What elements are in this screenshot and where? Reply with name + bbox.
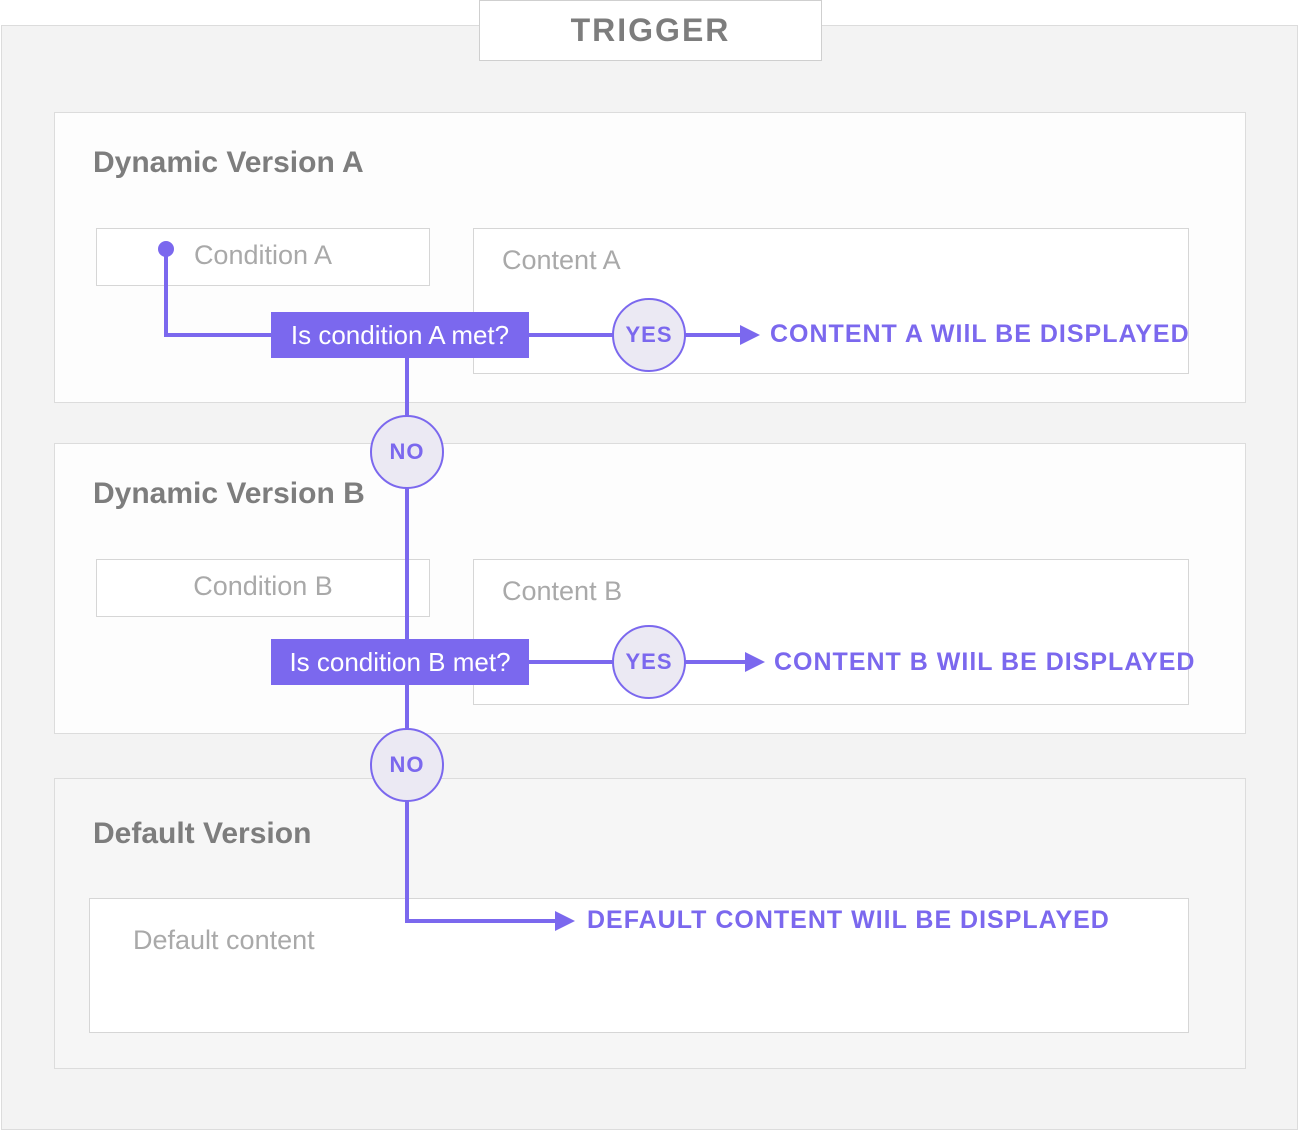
condition-a-start-dot (158, 241, 174, 257)
no-a-circle: NO (370, 415, 444, 489)
arrow-b-icon (745, 652, 765, 672)
dynamic-version-b-title: Dynamic Version B (93, 477, 365, 510)
question-a-box: Is condition A met? (271, 312, 529, 358)
yes-b-circle: YES (612, 625, 686, 699)
content-b-box: Content B (473, 559, 1189, 705)
result-b-label: CONTENT B WIlL BE DISPLAYED (774, 648, 1196, 676)
condition-a-box: Condition A (96, 228, 430, 286)
content-a-label: Content A (502, 245, 621, 275)
arrow-a-icon (740, 325, 760, 345)
result-a-label: CONTENT A WIlL BE DISPLAYED (770, 320, 1190, 348)
question-b-box: Is condition B met? (271, 639, 529, 685)
default-content-label: Default content (133, 925, 315, 955)
no-b-circle: NO (370, 728, 444, 802)
condition-a-label: Condition A (193, 240, 333, 270)
condition-b-box: Condition B (96, 559, 430, 617)
default-content-box: Default content (89, 898, 1189, 1033)
result-default-label: DEFAULT CONTENT WIlL BE DISPLAYED (587, 906, 1110, 934)
default-version-title: Default Version (93, 817, 312, 850)
condition-b-label: Condition B (193, 571, 333, 601)
condition-a-connector (164, 249, 272, 337)
yes-a-circle: YES (612, 298, 686, 372)
content-b-label: Content B (502, 576, 623, 606)
no-b-line (405, 684, 557, 923)
trigger-box: TRIGGER (479, 0, 822, 61)
dynamic-version-a-title: Dynamic Version A (93, 146, 364, 179)
arrow-default-icon (555, 911, 575, 931)
content-a-box: Content A (473, 228, 1189, 374)
